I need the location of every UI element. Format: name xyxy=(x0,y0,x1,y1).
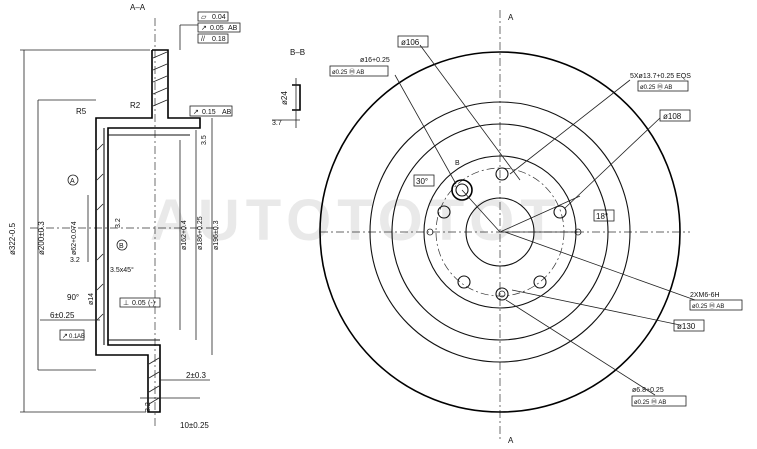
six-label: 6±0.25 xyxy=(50,311,75,320)
flange-ref: AB xyxy=(77,334,85,340)
section-aa-label: A–A xyxy=(130,3,146,12)
frame-flatness: ▱ 0.04 xyxy=(197,11,229,22)
m6-label: 2XM6-6H xyxy=(690,292,720,299)
frame-perp: ⊥ 0.05 (-) xyxy=(119,297,161,308)
ang18-label: 18° xyxy=(596,212,608,221)
ten-label: 10±0.25 xyxy=(180,421,209,430)
flange-value: 0.1 xyxy=(69,334,78,340)
hat-runout-value: 0.15 xyxy=(202,109,216,116)
svg-text:▱: ▱ xyxy=(201,14,207,21)
d68-position: ø0.25 Ⓜ AB xyxy=(634,398,666,406)
chamfer-label: 3.5x45° xyxy=(110,266,134,274)
flatness-value: 0.04 xyxy=(212,14,226,21)
d16-callout: ø16+0.25 ø0.25 Ⓜ AB xyxy=(329,57,390,77)
ang30-callout: 30° xyxy=(413,174,435,187)
d162-label: ø162+0.4 xyxy=(181,220,188,250)
d24-label: ø24 xyxy=(280,91,289,105)
datum-b-label: B xyxy=(119,243,124,250)
svg-text:↗: ↗ xyxy=(193,109,199,116)
frame-hat-runout: ↗ 0.15 AB xyxy=(189,105,233,117)
runout-value: 0.05 xyxy=(210,25,224,32)
frame-parallel: // 0.18 xyxy=(197,33,229,44)
svg-text:↗: ↗ xyxy=(201,25,207,32)
d62-label: ø62+0.074 xyxy=(71,221,78,255)
section-bb-label: B–B xyxy=(290,48,305,57)
two-label: 2±0.3 xyxy=(186,371,207,380)
section-a-bottom: A xyxy=(508,436,514,445)
d108-callout: ø108 xyxy=(659,109,691,122)
section-aa-view: A–A xyxy=(8,3,241,430)
svg-text://: // xyxy=(201,36,205,43)
d322-label: ø322-0.5 xyxy=(8,222,17,255)
perp-ref: (-) xyxy=(148,300,155,307)
m6-position: ø0.25 Ⓜ AB xyxy=(692,302,724,310)
section-bb-view: B–B ø24 3.7 xyxy=(272,48,305,128)
front-view: A A xyxy=(319,10,743,445)
d16-label: ø16+0.25 xyxy=(360,57,390,64)
d68-label: ø6.8+0.25 xyxy=(632,387,664,394)
r32b-label: 3.2 xyxy=(70,257,80,264)
watermark: AUTOTOTOT xyxy=(150,188,562,253)
ang30-label: 30° xyxy=(416,177,428,186)
frame-runout: ↗ 0.05 AB xyxy=(197,22,241,33)
d106-callout: ø106 xyxy=(397,35,429,48)
datum-a-label: A xyxy=(70,178,75,185)
m6-callout: 2XM6-6H ø0.25 Ⓜ AB xyxy=(689,292,743,311)
angle90-label: 90° xyxy=(67,293,79,302)
r32c-label: 3.2 xyxy=(145,402,152,412)
holes-label: 5Xø13.7+0.25 EQS xyxy=(630,73,691,80)
d200-label: ø200±0.3 xyxy=(37,221,46,255)
r32a-label: 3.2 xyxy=(115,218,122,228)
hat-runout-ref: AB xyxy=(222,109,232,116)
frame-flange: ↗ 0.1 AB xyxy=(59,329,85,341)
ang18-callout: 18° xyxy=(593,209,615,222)
r5-label: R5 xyxy=(76,107,87,116)
d130-callout: ø130 xyxy=(673,319,705,332)
d37-label: 3.7 xyxy=(272,120,282,127)
holes-callout: 5Xø13.7+0.25 EQS ø0.25 Ⓜ AB xyxy=(630,73,691,92)
r2-label: R2 xyxy=(130,101,141,110)
section-a-top: A xyxy=(508,13,514,22)
svg-text:↗: ↗ xyxy=(62,333,68,340)
d186-label: ø186+0.25 xyxy=(197,216,204,250)
d106-label: ø106 xyxy=(401,38,420,47)
d108-label: ø108 xyxy=(663,112,682,121)
b-mark-top: B xyxy=(455,160,460,167)
holes-position: ø0.25 Ⓜ AB xyxy=(640,83,672,91)
svg-text:⊥: ⊥ xyxy=(123,300,129,307)
d68-callout: ø6.8+0.25 ø0.25 Ⓜ AB xyxy=(631,387,687,407)
parallel-value: 0.18 xyxy=(212,36,226,43)
r35-label: 3.5 xyxy=(201,135,208,145)
runout-ref: AB xyxy=(228,25,238,32)
d130-label: ø130 xyxy=(677,322,696,331)
d16-position: ø0.25 Ⓜ AB xyxy=(332,68,364,76)
perp-value: 0.05 xyxy=(132,300,146,307)
d14-label: ø14 xyxy=(88,293,95,305)
d196-label: ø196±0.3 xyxy=(213,220,220,250)
